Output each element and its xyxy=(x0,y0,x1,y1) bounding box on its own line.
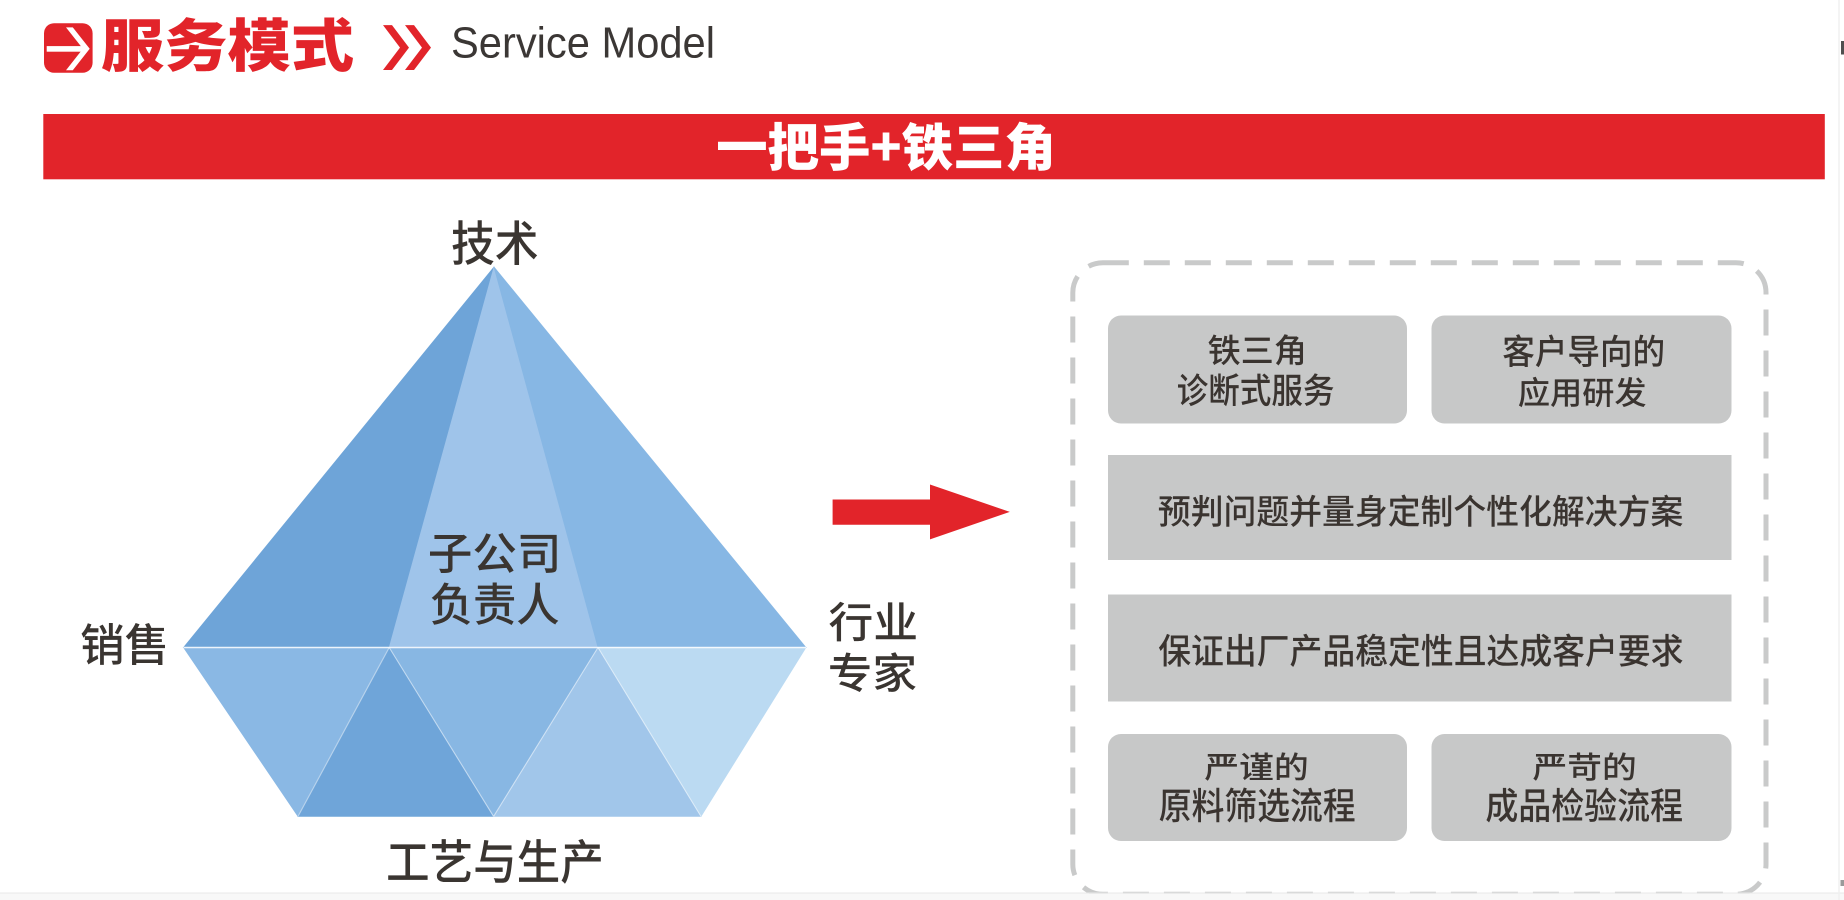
svg-text:Service Model: Service Model xyxy=(451,20,715,68)
